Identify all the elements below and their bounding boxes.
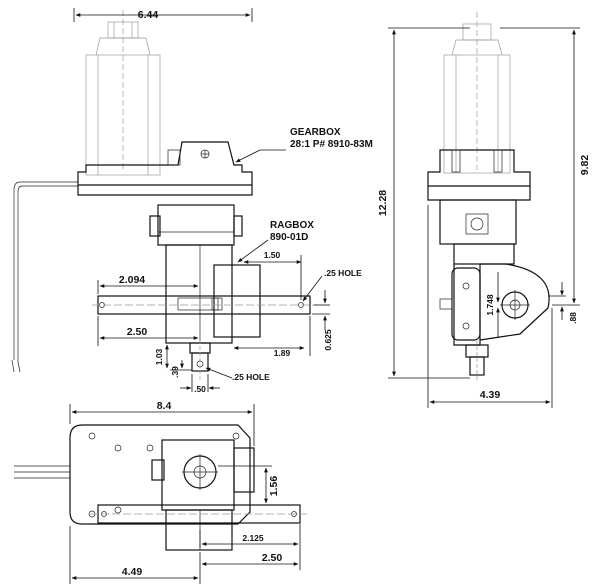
top-ragbox bbox=[151, 439, 255, 551]
dim-front-2094: 2.094 bbox=[119, 274, 145, 286]
top-shaft bbox=[90, 504, 308, 524]
front-motor bbox=[85, 10, 161, 176]
dim-side-total-height: 12.28 bbox=[377, 190, 389, 216]
dim-front-width: 6.44 bbox=[138, 9, 159, 21]
dim-top-156: 1.56 bbox=[268, 476, 280, 497]
dim-front-0625: 0.625 bbox=[323, 329, 333, 351]
top-wires bbox=[14, 465, 70, 479]
gearbox-part-number: 28:1 P# 8910-83M bbox=[290, 139, 373, 150]
dim-side-088: .88 bbox=[568, 312, 578, 324]
ragbox-label: RAGBOX bbox=[270, 220, 314, 231]
side-ragbox bbox=[439, 199, 550, 346]
dim-front-250: 2.50 bbox=[127, 326, 148, 338]
dim-top-449: 4.49 bbox=[122, 566, 143, 578]
dim-front-150: 1.50 bbox=[264, 250, 281, 260]
dim-side-1748: 1.748 bbox=[485, 294, 495, 316]
dim-top-250: 2.50 bbox=[262, 552, 283, 564]
dim-front-189: 1.89 bbox=[274, 348, 291, 358]
ragbox-part-number: 890-01D bbox=[270, 232, 308, 243]
dim-side-upper-height: 9.82 bbox=[579, 155, 591, 176]
side-view: 12.28 9.82 1.748 .88 4.39 bbox=[377, 12, 591, 408]
front-lower-shaft bbox=[189, 340, 211, 382]
gearbox-label: GEARBOX bbox=[290, 127, 341, 138]
front-ragbox bbox=[149, 204, 261, 344]
front-shaft bbox=[92, 295, 318, 315]
side-lower-shaft bbox=[465, 340, 489, 380]
dim-front-103: 1.03 bbox=[154, 348, 164, 365]
front-view: 6.44 GEARBOX 28:1 P# 8910-83M RAGBOX 890… bbox=[11, 8, 373, 394]
side-gearbox bbox=[427, 149, 531, 201]
dim-front-050: .50 bbox=[194, 384, 206, 394]
dim-top-width: 8.4 bbox=[157, 400, 172, 412]
dim-front-039: .39 bbox=[170, 366, 180, 378]
top-view: 8.4 1.56 2.125 2.50 4.49 bbox=[14, 400, 308, 584]
wire-lead bbox=[13, 181, 78, 360]
side-motor bbox=[443, 12, 511, 174]
hole-label-bottom: .25 HOLE bbox=[232, 372, 270, 382]
dim-side-width: 4.39 bbox=[480, 389, 501, 401]
front-gearbox bbox=[77, 141, 253, 196]
hole-label-top: .25 HOLE bbox=[324, 268, 362, 278]
dim-top-2125: 2.125 bbox=[242, 533, 264, 543]
